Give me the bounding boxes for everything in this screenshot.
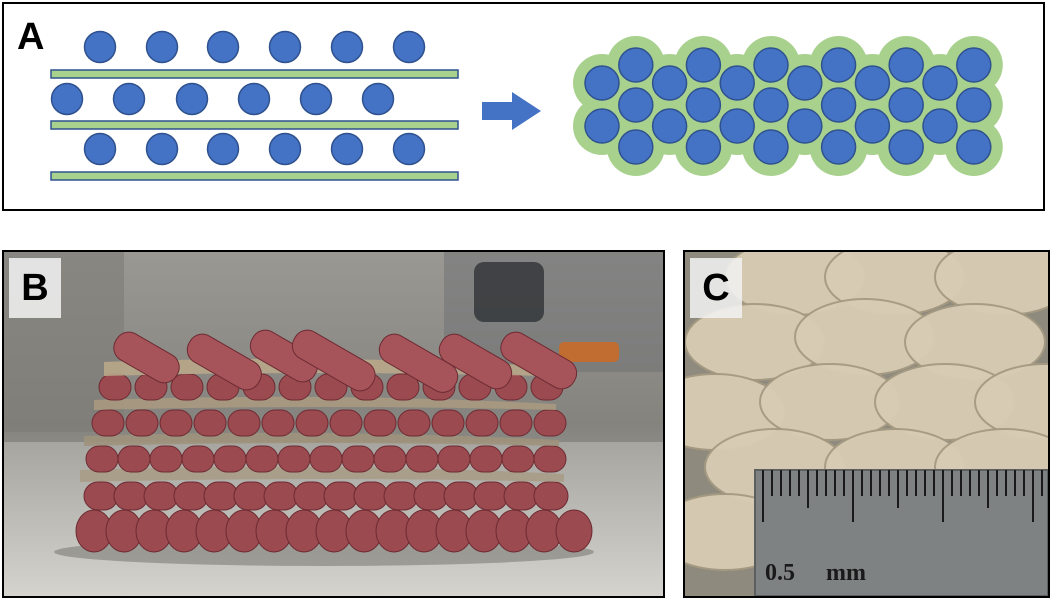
fiber-circle bbox=[361, 82, 395, 116]
fused-fiber-circle bbox=[787, 108, 823, 144]
sheet-layer bbox=[50, 69, 459, 79]
fused-matrix-cross-section bbox=[573, 36, 1003, 176]
fused-fiber-circle bbox=[719, 108, 755, 144]
fiber-circle bbox=[330, 132, 364, 166]
fiber-circle bbox=[268, 132, 302, 166]
fused-fiber-circle bbox=[888, 47, 924, 83]
fused-fiber-circle bbox=[719, 65, 755, 101]
fused-fiber-circle bbox=[787, 65, 823, 101]
panel-a-schematic: A bbox=[2, 2, 1045, 211]
panel-b-label-box: B bbox=[9, 258, 61, 318]
fiber-circle bbox=[392, 132, 426, 166]
fused-fiber-circle bbox=[820, 47, 857, 83]
fiber-circle bbox=[392, 30, 426, 64]
fiber-circle bbox=[112, 82, 146, 116]
sheet-layer bbox=[50, 171, 459, 181]
fused-fiber-circle bbox=[685, 129, 722, 165]
fiber-circle bbox=[145, 132, 179, 166]
ruler-unit-label: mm bbox=[826, 560, 866, 586]
closeup-photo: 0.5 mm bbox=[685, 252, 1048, 596]
panel-c-label: C bbox=[702, 267, 730, 309]
fiber-circle bbox=[175, 82, 209, 116]
fiber-circle bbox=[268, 30, 302, 64]
fused-fiber-circle bbox=[888, 129, 924, 165]
panel-b-photo: B bbox=[2, 250, 665, 598]
fiber-circle bbox=[206, 132, 240, 166]
fiber-circle bbox=[330, 30, 364, 64]
fused-fiber-circle bbox=[685, 47, 722, 83]
fused-fiber-circle bbox=[956, 47, 992, 83]
sheet-layer bbox=[50, 120, 459, 130]
fused-fiber-circle bbox=[854, 65, 891, 101]
fused-fiber-circle bbox=[820, 129, 857, 165]
fiber-circle bbox=[83, 132, 117, 166]
fused-fiber-circle bbox=[651, 108, 688, 144]
layered-meat-photo bbox=[4, 252, 663, 596]
fused-fiber-circle bbox=[922, 65, 958, 101]
fused-fiber-circle bbox=[753, 87, 789, 123]
fused-fiber-circle bbox=[753, 129, 789, 165]
fused-fiber-circle bbox=[618, 87, 654, 123]
fused-fiber-circle bbox=[685, 87, 722, 123]
ruler-ticks bbox=[762, 470, 1043, 522]
fused-fiber-circle bbox=[956, 129, 992, 165]
layered-structure-diagram bbox=[50, 30, 1003, 181]
layered-fibers-and-sheets bbox=[50, 30, 459, 181]
fiber-circle bbox=[50, 82, 84, 116]
fused-fiber-circle bbox=[888, 87, 924, 123]
fiber-circle bbox=[145, 30, 179, 64]
meat-layer-stack bbox=[54, 329, 594, 566]
transformation-arrow-icon bbox=[482, 92, 541, 130]
fiber-circle bbox=[206, 30, 240, 64]
fused-fiber-circle bbox=[820, 87, 857, 123]
ruler-number-label: 0.5 bbox=[765, 560, 795, 586]
fused-fiber-circle bbox=[618, 47, 654, 83]
panel-b-label: B bbox=[21, 267, 49, 309]
fused-fiber-circle bbox=[584, 108, 620, 144]
fiber-circle bbox=[83, 30, 117, 64]
panel-a-label: A bbox=[17, 16, 45, 58]
fused-fiber-circle bbox=[956, 87, 992, 123]
fused-fiber-circle bbox=[584, 65, 620, 101]
fused-fiber-circle bbox=[618, 129, 654, 165]
fused-fiber-circle bbox=[753, 47, 789, 83]
fused-fiber-circle bbox=[922, 108, 958, 144]
fiber-circle bbox=[299, 82, 333, 116]
panel-c-label-box: C bbox=[690, 258, 742, 318]
panel-c-photo: 0.5 mm C bbox=[683, 250, 1050, 598]
fused-fiber-circle bbox=[651, 65, 688, 101]
fiber-circle bbox=[237, 82, 271, 116]
ruler: 0.5 mm bbox=[754, 469, 1048, 596]
fused-fiber-circle bbox=[854, 108, 891, 144]
